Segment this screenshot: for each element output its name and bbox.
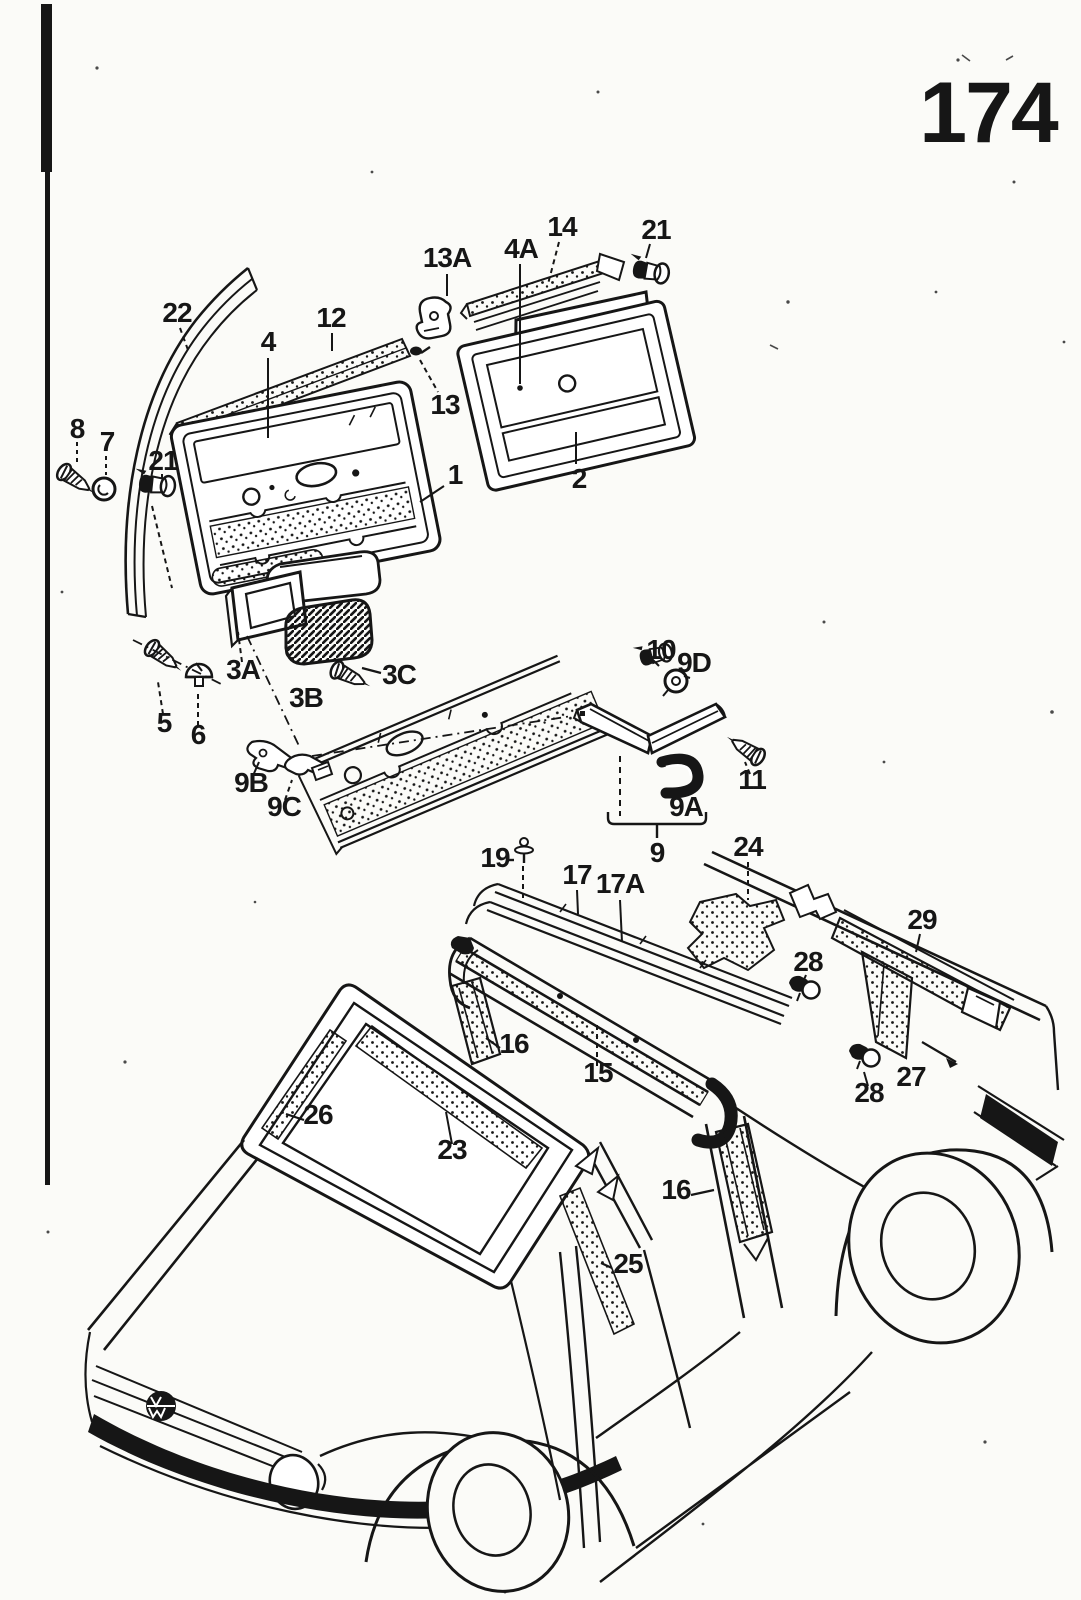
callout-16-lower: 16: [661, 1174, 691, 1205]
callout-21-left: 21: [148, 445, 178, 476]
callout-17: 17: [562, 859, 592, 890]
screw-11-icon: [720, 728, 769, 769]
part-door-pull-handle: [572, 702, 727, 755]
part-deck-flap-27: [860, 950, 914, 1060]
page-number: 174: [919, 65, 1059, 161]
callout-28-lower: 28: [854, 1077, 884, 1108]
part-deck-strip-29: [788, 883, 1015, 1032]
paper-speckles: [46, 54, 1066, 1594]
callout-24: 24: [733, 831, 764, 862]
part-armrest-pad-3B: [284, 598, 374, 666]
leader-lines: [76, 241, 958, 1270]
callout-labels: 22 12 4 13A 4A 14 21 13 1 2 8 7 21 3A 3B…: [70, 211, 938, 1279]
callout-1: 1: [448, 459, 463, 490]
part-targa-bar-trim-15: [448, 936, 738, 1149]
callout-29: 29: [907, 904, 937, 935]
callout-12: 12: [316, 302, 346, 333]
callout-3A: 3A: [226, 654, 261, 685]
part-windshield-trim-26: [260, 1028, 348, 1141]
part-quarter-trim-panel: [298, 654, 610, 856]
callout-8: 8: [70, 413, 85, 444]
callout-9C: 9C: [267, 791, 302, 822]
binding-edge: [41, 4, 52, 1185]
callout-4: 4: [261, 326, 277, 357]
callout-5: 5: [157, 707, 172, 738]
vw-logo: [146, 1391, 176, 1421]
part-clamp-9A: [656, 753, 704, 799]
callout-3B: 3B: [289, 682, 323, 713]
grommet-6-icon: [184, 662, 214, 687]
callout-23: 23: [437, 1134, 467, 1165]
clip-21-top-icon: [625, 252, 673, 286]
pin-28-lower-icon: [847, 1042, 881, 1071]
part-windshield-trim-23: [354, 1024, 544, 1170]
callout-22: 22: [162, 297, 192, 328]
callout-16-upper: 16: [499, 1028, 529, 1059]
part-trim-strip-17: [472, 882, 793, 1008]
callout-26: 26: [303, 1099, 333, 1130]
callout-13: 13: [430, 389, 460, 420]
callout-27: 27: [896, 1061, 926, 1092]
callout-15: 15: [583, 1057, 613, 1088]
callout-19: 19: [480, 842, 510, 873]
pin-13-icon: [410, 346, 431, 356]
callout-11: 11: [738, 764, 766, 795]
callout-25: 25: [613, 1248, 643, 1279]
grommet-9D-icon: [662, 668, 689, 697]
callout-7: 7: [100, 426, 115, 457]
part-apillar-trim-25: [558, 1145, 636, 1336]
screw-5-icon: [140, 636, 188, 680]
grommet-7-icon: [91, 476, 117, 502]
clip-9C-icon: [283, 753, 334, 782]
callout-4A: 4A: [504, 233, 539, 264]
part-insulation-panel-4A: [456, 299, 697, 492]
callout-6: 6: [191, 719, 206, 750]
screw-8-icon: [53, 460, 101, 502]
part-door-trim-panel: [169, 380, 442, 596]
callout-9: 9: [650, 837, 665, 868]
callout-10: 10: [646, 634, 676, 665]
part-trim-strip-17A: [464, 900, 785, 1026]
part-window-frame-seal-22: [124, 266, 259, 619]
part-top-strip-14: [459, 252, 626, 331]
callout-3C: 3C: [382, 659, 417, 690]
pin-19-icon: [514, 837, 534, 863]
callout-21-top: 21: [641, 214, 671, 245]
callout-28-upper: 28: [793, 946, 823, 977]
callout-14: 14: [547, 211, 578, 242]
callout-17A: 17A: [596, 868, 645, 899]
callout-9A: 9A: [669, 791, 704, 822]
part-pillar-trim-16-upper: [450, 976, 502, 1066]
car-body-outline: [84, 850, 1065, 1593]
callout-2: 2: [572, 463, 587, 494]
clip-13A-icon: [415, 296, 452, 340]
part-insulation-patch-24: [686, 892, 786, 972]
callout-9D: 9D: [677, 647, 712, 678]
callout-13A: 13A: [423, 242, 472, 273]
screw-3C-icon: [326, 658, 376, 696]
part-pillar-trim-16-lower: [714, 1122, 774, 1262]
callout-9B: 9B: [234, 767, 268, 798]
